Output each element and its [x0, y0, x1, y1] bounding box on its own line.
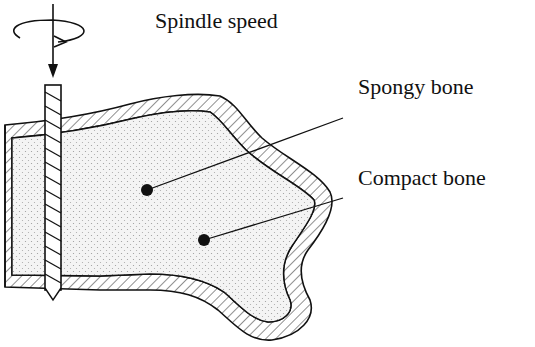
cut-face: [4, 125, 6, 287]
leader-line: [147, 118, 343, 190]
part-label: Compact bone: [358, 166, 486, 190]
rotation-arrow: [14, 20, 84, 42]
drill-bit: [45, 85, 61, 300]
feed-arrowhead: [48, 64, 58, 78]
part-label: Spongy bone: [358, 75, 474, 99]
rotation-arrowhead: [54, 36, 66, 47]
spindle-speed-label: Spindle speed: [155, 9, 278, 33]
feed-arrow: [52, 4, 54, 72]
leader-line: [204, 198, 343, 240]
